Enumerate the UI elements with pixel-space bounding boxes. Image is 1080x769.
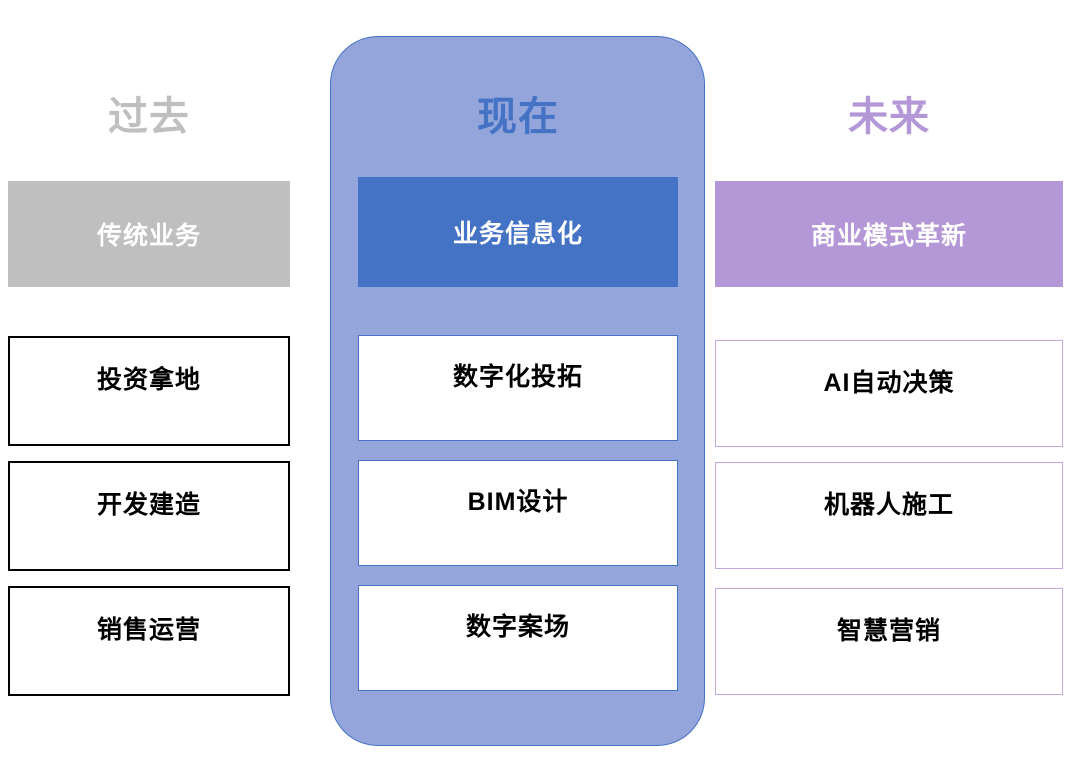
item-future-1: AI自动决策 — [715, 340, 1063, 447]
column-header-future: 商业模式革新 — [715, 181, 1063, 287]
column-future: 未来 商业模式革新 AI自动决策 机器人施工 智慧营销 — [715, 0, 1063, 769]
item-past-1: 投资拿地 — [8, 336, 290, 446]
column-header-present: 业务信息化 — [358, 177, 678, 287]
column-header-past: 传统业务 — [8, 181, 290, 287]
item-present-3: 数字案场 — [358, 585, 678, 691]
item-present-2: BIM设计 — [358, 460, 678, 566]
column-past: 过去 传统业务 投资拿地 开发建造 销售运营 — [8, 0, 290, 769]
column-present: 现在 业务信息化 数字化投拓 BIM设计 数字案场 — [358, 0, 678, 769]
item-present-1: 数字化投拓 — [358, 335, 678, 441]
item-future-3: 智慧营销 — [715, 588, 1063, 695]
item-future-2: 机器人施工 — [715, 462, 1063, 569]
item-past-2: 开发建造 — [8, 461, 290, 571]
column-title-past: 过去 — [108, 95, 190, 139]
item-past-3: 销售运营 — [8, 586, 290, 696]
column-title-future: 未来 — [848, 95, 930, 139]
column-title-present: 现在 — [477, 95, 559, 139]
